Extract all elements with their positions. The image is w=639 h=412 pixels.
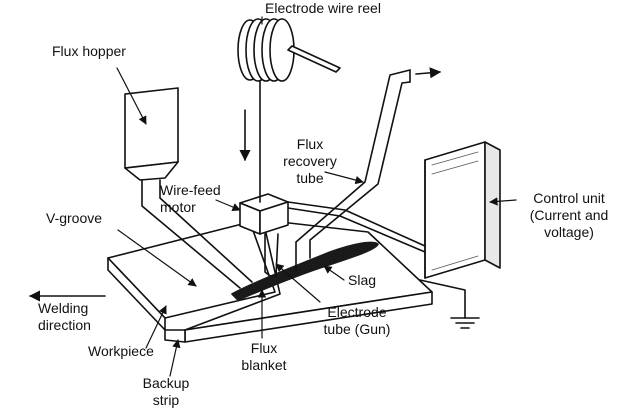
label-electrode-tube: Electrode tube (Gun) — [312, 304, 402, 338]
label-flux-hopper: Flux hopper — [52, 43, 126, 59]
label-line: Wire-feed — [160, 182, 221, 198]
flux-hopper — [124, 87, 179, 181]
label-line: Electrode — [327, 304, 387, 320]
leader-control — [489, 197, 517, 206]
label-welding-direction: Welding direction — [38, 300, 91, 334]
label-flux-blanket: Flux blanket — [238, 340, 290, 374]
electrode-tube — [264, 233, 279, 277]
control-unit — [424, 141, 501, 279]
label-line: Flux — [250, 340, 278, 356]
ground-icon — [450, 317, 480, 329]
label-line: tube (Gun) — [323, 321, 391, 337]
flux-feed-tube — [141, 179, 241, 289]
label-line: strip — [152, 392, 180, 408]
label-line: voltage) — [544, 224, 594, 240]
label-v-groove: V-groove — [46, 210, 103, 226]
label-line: Backup — [142, 375, 190, 391]
label-line: Control unit — [533, 190, 605, 206]
label-line: recovery — [283, 153, 337, 169]
flux-feed-tube-inner — [159, 179, 253, 283]
leader-vgroove — [117, 229, 197, 287]
label-line: blanket — [241, 357, 287, 373]
leader-slag — [323, 265, 345, 281]
label-flux-recovery-tube: Flux recovery tube — [278, 136, 342, 187]
label-line: Flux — [296, 136, 324, 152]
flux-recovery-tube-inner — [309, 81, 411, 259]
label-slag: Slag — [348, 272, 377, 288]
leader-backup — [169, 339, 181, 377]
leader-recovery — [324, 171, 364, 185]
reel-icon — [237, 18, 341, 82]
label-line: direction — [38, 317, 91, 333]
label-line: Welding — [38, 300, 89, 316]
arrow-icon — [415, 67, 442, 79]
backup-strip — [164, 329, 186, 343]
ground-cable — [419, 279, 466, 319]
label-line: tube — [296, 170, 324, 186]
leader-motor — [215, 199, 241, 211]
flux-recovery-tube — [295, 69, 411, 271]
label-control-unit: Control unit (Current and voltage) — [514, 190, 624, 241]
wire-feed-motor — [239, 193, 289, 235]
label-backup-strip: Backup strip — [134, 375, 198, 409]
control-cable-1 — [287, 201, 426, 247]
leader-electrode-tube — [275, 263, 321, 303]
label-wire-feed-motor: Wire-feed motor — [160, 182, 221, 216]
slag-bead — [231, 241, 379, 301]
label-workpiece: Workpiece — [88, 343, 154, 359]
label-line: motor — [160, 199, 196, 215]
leader-hopper — [116, 67, 147, 125]
label-electrode-wire-reel: Electrode wire reel — [265, 0, 381, 16]
label-line: (Current and — [529, 207, 609, 223]
leader-workpiece — [145, 305, 167, 349]
